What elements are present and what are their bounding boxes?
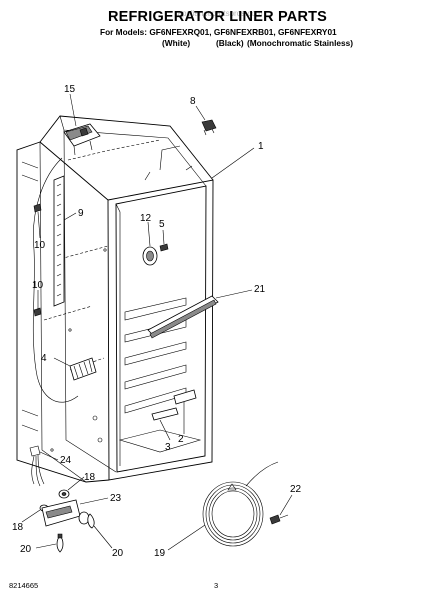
part-15-control-housing xyxy=(63,123,101,156)
variant-black: (Black) xyxy=(216,38,244,48)
callout-22: 22 xyxy=(290,484,302,495)
callout-20a: 20 xyxy=(20,544,32,555)
callout-3: 3 xyxy=(165,442,171,453)
page-title: REFRIGERATOR LINER PARTS xyxy=(107,9,328,25)
part-10-screws xyxy=(33,203,42,317)
part-21-shelf-support xyxy=(147,295,219,339)
refrigerator-liner xyxy=(16,115,214,483)
callout-21: 21 xyxy=(254,284,266,295)
part-number: 8214665 xyxy=(9,581,39,590)
models-prefix: For Models: xyxy=(100,27,148,37)
part-22-screw xyxy=(269,514,289,525)
callout-4: 4 xyxy=(41,353,47,364)
callout-12: 12 xyxy=(140,213,152,224)
callout-19: 19 xyxy=(154,548,166,559)
part-23-lamp-housing xyxy=(41,499,90,527)
callout-1: 1 xyxy=(258,141,264,152)
part-2-bracket xyxy=(173,389,197,405)
callout-20b: 20 xyxy=(112,548,124,559)
wire-harness xyxy=(32,139,161,403)
page-number: 3 xyxy=(214,581,219,590)
part-20-bulbs xyxy=(56,513,95,553)
variant-white: (White) xyxy=(162,38,191,48)
callout-10a: 10 xyxy=(34,240,46,251)
watermark: appliancepartspros.com xyxy=(177,9,263,18)
callout-18b: 18 xyxy=(12,522,24,533)
models-line: For Models: GF6NFEXRQ01, GF6NFEXRB01, GF… xyxy=(100,27,337,37)
part-19-coiled-tubing xyxy=(202,461,279,547)
variant-stainless: (Monochromatic Stainless) xyxy=(247,38,354,48)
part-9-light-strip xyxy=(53,175,65,307)
callout-5: 5 xyxy=(159,219,165,230)
part-3-bracket xyxy=(151,407,179,421)
callout-10b: 10 xyxy=(32,280,44,291)
callout-23: 23 xyxy=(110,493,122,504)
leader-lines xyxy=(21,93,293,551)
part-12-knob xyxy=(142,246,158,266)
callout-24: 24 xyxy=(60,455,72,466)
part-24-wire-connector xyxy=(29,445,45,487)
callout-8: 8 xyxy=(190,96,196,107)
callout-9: 9 xyxy=(78,208,84,219)
part-8-clip xyxy=(201,119,217,136)
part-5-screw xyxy=(159,243,169,252)
callout-18a: 18 xyxy=(84,472,96,483)
callout-2: 2 xyxy=(178,434,184,445)
part-4-vent-grille xyxy=(69,357,97,381)
callout-15: 15 xyxy=(64,84,76,95)
models-list: GF6NFEXRQ01, GF6NFEXRB01, GF6NFEXRY01 xyxy=(149,27,337,37)
